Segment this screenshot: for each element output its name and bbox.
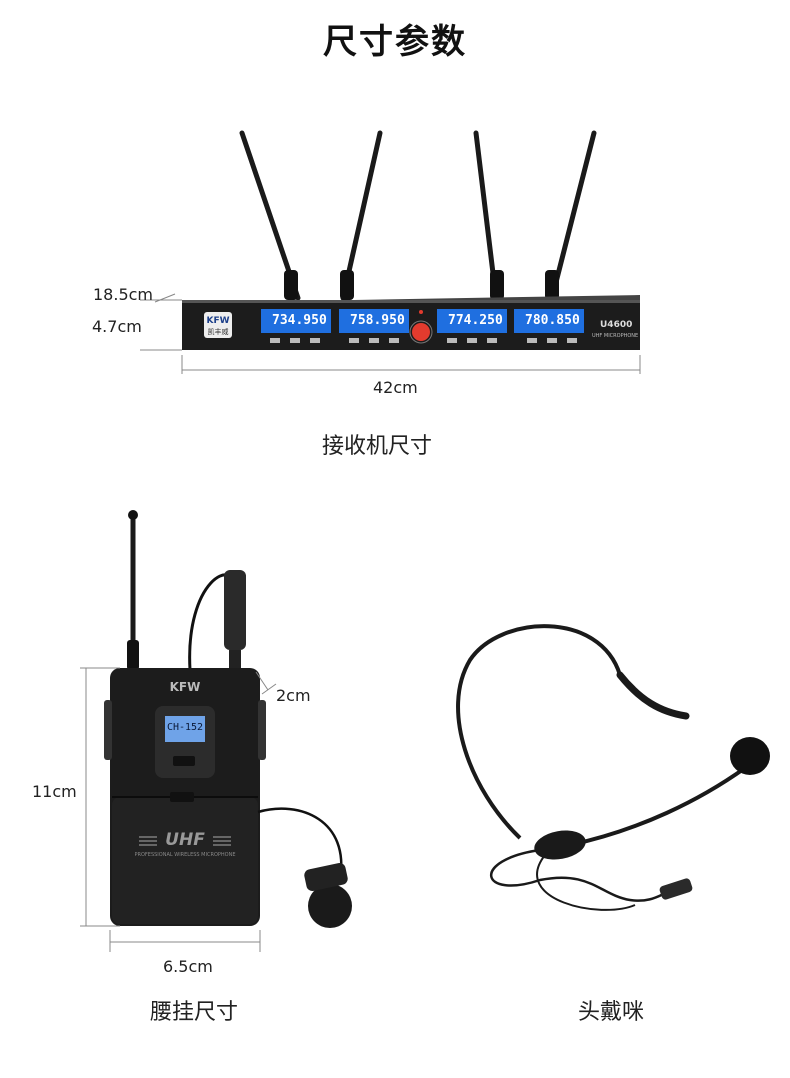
receiver-width-label: 42cm [373, 378, 418, 397]
bodypack-screen-text: CH-152 [166, 722, 204, 733]
lcd-screen-3 [437, 309, 507, 333]
headset-plug-icon [659, 878, 693, 900]
channel-1-frequency: 734.950 [272, 313, 327, 328]
bodypack-panel-text: UHF [165, 830, 205, 850]
receiver-model-sub: UHF MICROPHONE [592, 333, 639, 339]
headset-mic-icon [730, 737, 770, 775]
bodypack-width-label: 6.5cm [163, 957, 213, 976]
page-title: 尺寸参数 [323, 22, 467, 62]
kfw-logo-icon [204, 312, 232, 338]
receiver-brand: KFW [206, 316, 230, 326]
bodypack-screen [165, 716, 205, 742]
lcd-screens [261, 309, 584, 333]
headset-caption: 头戴咪 [577, 1000, 644, 1025]
boom-arm-icon [569, 766, 747, 847]
channel-3-frequency: 774.250 [448, 313, 503, 328]
receiver-model: U4600 [600, 320, 633, 330]
bodypack-height-label: 11cm [32, 782, 77, 801]
receiver-caption: 接收机尺寸 [321, 434, 432, 459]
bodypack-button-icon [173, 756, 195, 766]
receiver-brand-cn: 凯丰威 [207, 328, 229, 336]
channel-2-frequency: 758.950 [350, 313, 405, 328]
lcd-screen-2 [339, 309, 409, 333]
xlr-connector-icon [224, 570, 246, 650]
receiver-depth-label: 18.5cm [93, 285, 154, 304]
lavalier-mic-icon [308, 884, 352, 928]
lcd-screen-4 [514, 309, 584, 333]
receiver-height-label: 4.7cm [92, 317, 142, 336]
bodypack-caption: 腰挂尺寸 [149, 1000, 238, 1025]
bodypack-thickness-label: 2cm [276, 686, 311, 705]
lcd-screen-1 [261, 309, 331, 333]
control-buttons [270, 338, 577, 343]
power-button-icon [412, 323, 430, 341]
channel-4-frequency: 780.850 [525, 313, 580, 328]
bodypack-brand: KFW [169, 680, 201, 694]
headband-icon [456, 624, 622, 840]
bodypack-panel-sub: PROFESSIONAL WIRELESS MICROPHONE [134, 852, 236, 858]
